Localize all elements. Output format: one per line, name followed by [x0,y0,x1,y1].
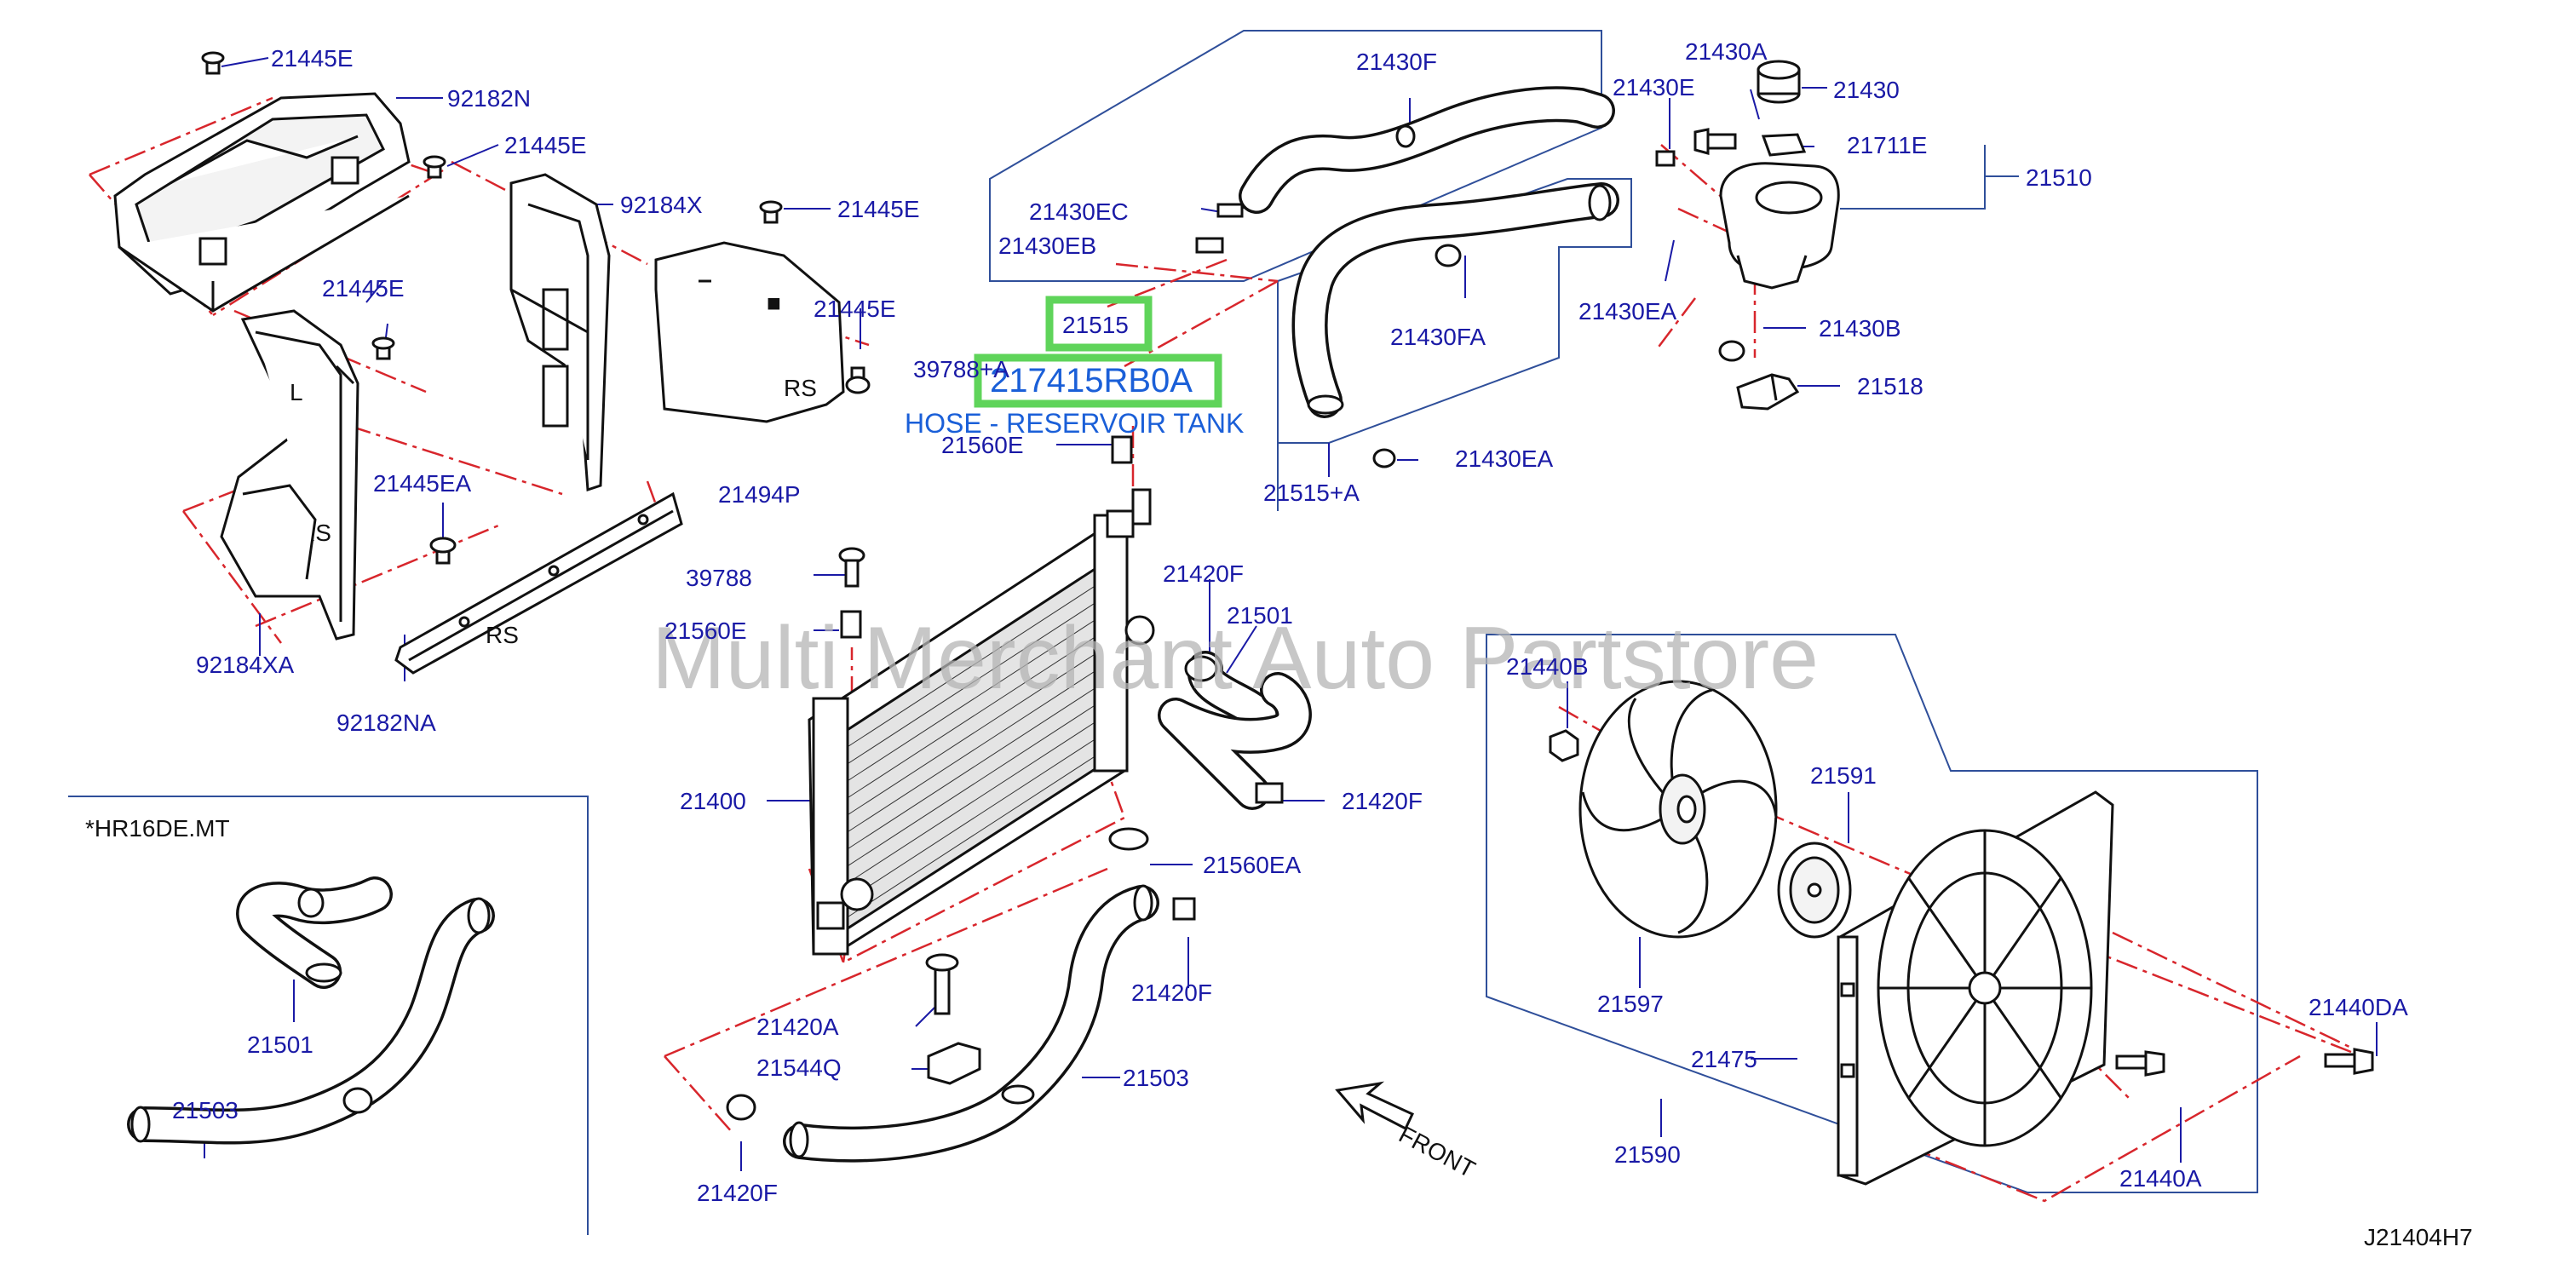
svg-text:RS: RS [486,622,519,648]
part-label[interactable]: 21518 [1857,373,1923,399]
highlight-part-number[interactable]: 217415RB0A [990,362,1193,399]
highlight-box-part-number [974,353,1222,408]
clip-icon [759,200,783,224]
fan-motor-21591 [1777,842,1852,939]
part-label[interactable]: 39788+A [913,356,1009,382]
upper-hose-21501 [1158,651,1312,810]
part-label[interactable]: 21515+A [1263,480,1360,506]
group-frames [68,30,2258,1235]
front-label: FRONT [1394,1121,1480,1183]
part-label[interactable]: 21503 [172,1097,239,1123]
reservoir-tank [1693,60,1840,411]
fan-shroud-21475 [1837,790,2374,1186]
part-label[interactable]: 21445E [814,296,896,322]
svg-text:■: ■ [767,290,781,316]
part-label[interactable]: 21711E [1847,132,1927,158]
part-label[interactable]: 21510 [2026,164,2092,191]
part-label[interactable]: 21440A [2119,1165,2202,1192]
front-arrow-icon [1335,1081,1415,1131]
part-label[interactable]: 21560E [941,432,1024,458]
part-label[interactable]: 21420F [697,1180,778,1206]
part-label[interactable]: 21430F [1356,49,1437,75]
part-label[interactable]: 21544Q [756,1054,842,1081]
part-label[interactable]: 21430EB [998,233,1096,259]
reference-code: J21404H7 [2364,1224,2473,1250]
part-label[interactable]: 21400 [680,788,746,814]
reservoir-hoses [1195,86,1676,468]
highlight-box-assembly [1045,296,1153,352]
part-label[interactable]: 21560E [664,618,747,644]
clip-icon [201,51,225,75]
part-label[interactable]: 21430EA [1455,445,1554,472]
part-label[interactable]: 21591 [1810,762,1877,789]
part-label[interactable]: 21430FA [1390,324,1486,350]
part-label[interactable]: 21445E [504,132,587,158]
radiator-21400 [808,435,1155,956]
part-label[interactable]: 21560EA [1203,852,1302,878]
part-label[interactable]: 21430EC [1029,198,1129,225]
clip-icon [845,366,871,394]
air-guide-lower: RS [394,491,683,675]
highlight-assembly-ref[interactable]: 21515 [1062,312,1129,338]
lower-hose-21503 [726,884,1196,1163]
inset-hoses [127,876,495,1145]
part-label[interactable]: 92184X [620,192,703,218]
part-label[interactable]: 92182NA [336,710,436,736]
part-label[interactable]: 21430A [1685,38,1768,65]
part-label[interactable]: 21430E [1613,74,1695,101]
part-label[interactable]: 21420F [1342,788,1423,814]
part-labels: 21445E 92182N 21445E 92184X 21445E 21445… [85,38,2473,1250]
part-label[interactable]: 21503 [1123,1065,1189,1091]
clip-21445ea [429,537,457,554]
part-label[interactable]: 21494P [718,481,801,508]
part-label[interactable]: 21501 [247,1031,313,1058]
air-guide-upper [113,92,411,313]
air-guide-side-left: L RS [220,309,359,641]
part-label[interactable]: 92182N [447,85,531,112]
fan-blade-21597 [1549,680,1778,939]
part-label[interactable]: 21445EA [373,470,472,497]
radiator-fins [842,583,1100,921]
svg-text:RS: RS [784,375,817,401]
clip-icon [423,155,446,179]
air-guide-side-right [509,173,611,492]
watermark: Multi Merchant Auto Partstore [652,609,1819,708]
highlight-group: 21515 217415RB0A HOSE - RESERVOIR TANK [905,296,1244,439]
part-label[interactable]: 21420F [1163,560,1244,587]
part-label[interactable]: 21597 [1597,991,1664,1017]
part-label[interactable]: 21445E [322,275,405,302]
part-label[interactable]: 21501 [1227,602,1293,629]
part-label[interactable]: 21430EA [1578,298,1677,325]
part-label[interactable]: 21420F [1131,980,1212,1006]
part-label[interactable]: 92184XA [196,652,295,678]
clip-icon [371,336,395,360]
part-label[interactable]: 21475 [1691,1046,1757,1072]
part-label[interactable]: 21445E [837,196,920,222]
part-label[interactable]: 21440DA [2309,994,2408,1020]
variant-note: *HR16DE.MT [85,815,230,842]
part-label[interactable]: 21590 [1614,1141,1681,1168]
part-label[interactable]: 21430B [1819,315,1901,342]
part-label[interactable]: 21430 [1833,77,1900,103]
part-label[interactable]: 21440B [1506,653,1589,680]
svg-text:L: L [290,379,303,405]
part-label[interactable]: 21420A [756,1014,839,1040]
highlight-description: HOSE - RESERVOIR TANK [905,408,1244,439]
part-label[interactable]: 21445E [271,45,354,72]
deflector-21494p: ■ RS [654,241,845,423]
part-label[interactable]: 39788 [686,565,752,591]
